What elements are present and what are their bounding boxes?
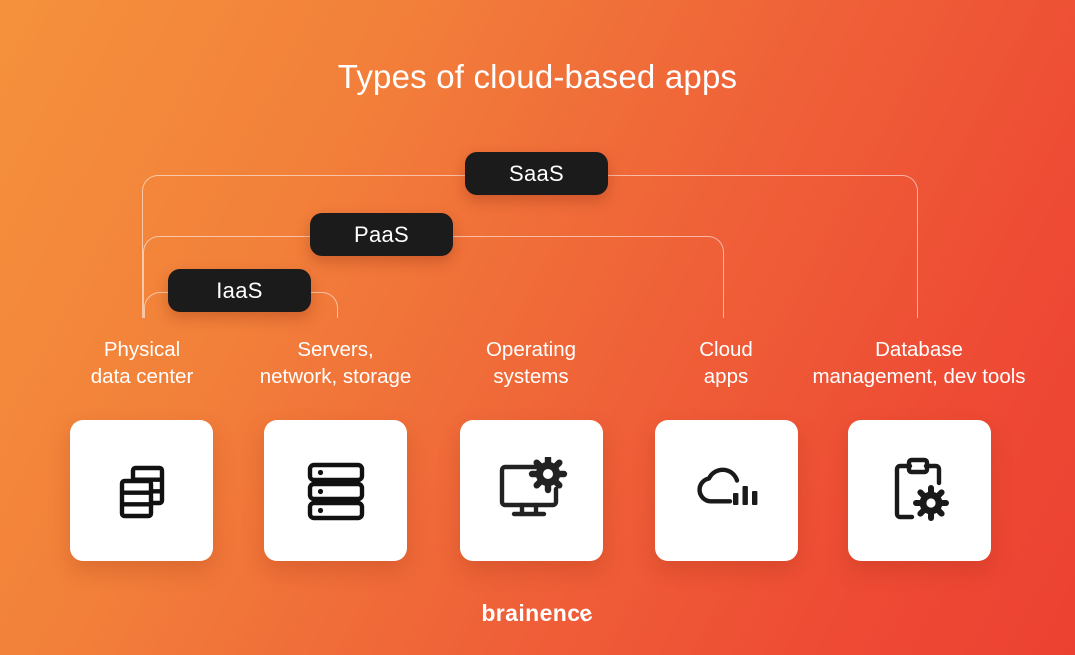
cloud-chart-icon xyxy=(691,462,763,520)
layer-label-database-management-dev-tools: Database management, dev tools xyxy=(812,338,1026,388)
monitor-gear-icon xyxy=(496,456,568,525)
brainence-logo-main: brainenc xyxy=(481,600,581,626)
clipboard-gear-icon xyxy=(887,456,953,526)
layer-card-database-management-dev-tools[interactable] xyxy=(848,420,991,561)
layer-label-cloud-apps: Cloud apps xyxy=(699,338,753,388)
badge-paas[interactable]: PaaS xyxy=(310,213,453,256)
badge-paas-label: PaaS xyxy=(353,221,410,247)
layer-label-physical-data-center: Physical data center xyxy=(90,338,194,388)
page-title: Types of cloud-based apps xyxy=(337,58,738,95)
layer-label-operating-systems: Operating systems xyxy=(485,338,577,388)
layer-label-servers-network-storage: Servers, network, storage xyxy=(259,338,412,388)
server-stack-icon xyxy=(305,457,367,525)
badge-iaas[interactable]: IaaS xyxy=(168,269,311,312)
layer-card-operating-systems[interactable] xyxy=(460,420,603,561)
brainence-logo: brainence xyxy=(0,599,1075,628)
layer-card-servers-network-storage[interactable] xyxy=(264,420,407,561)
badge-iaas-label: IaaS xyxy=(216,277,263,303)
server-racks-icon xyxy=(108,457,176,525)
layer-card-physical-data-center[interactable] xyxy=(70,420,213,561)
badge-saas-label: SaaS xyxy=(508,160,565,186)
layer-card-cloud-apps[interactable] xyxy=(655,420,798,561)
badge-saas[interactable]: SaaS xyxy=(465,152,608,195)
